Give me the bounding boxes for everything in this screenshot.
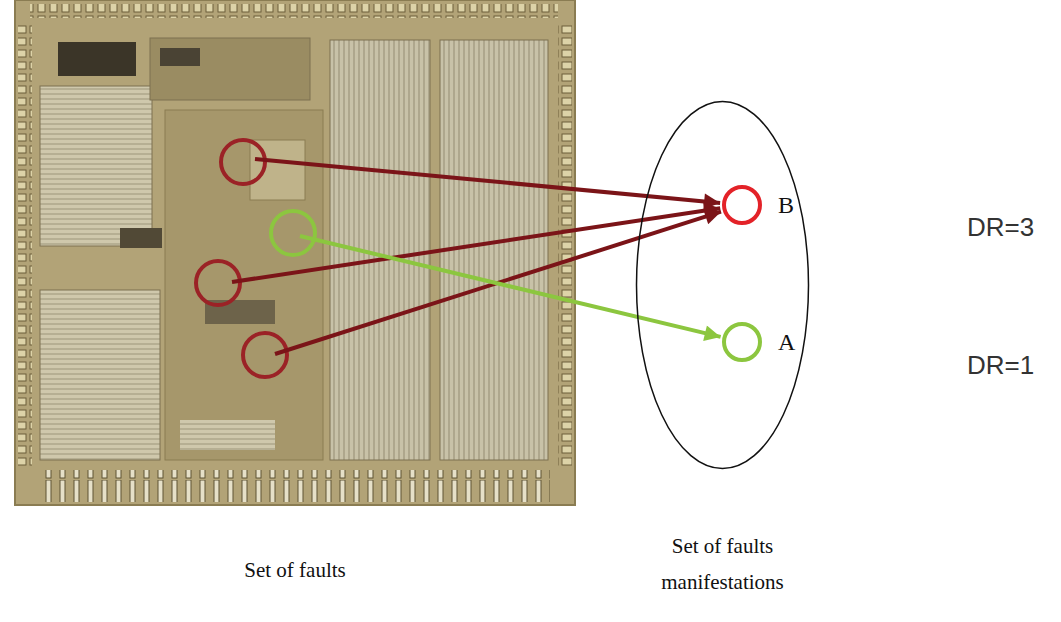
circle-outline xyxy=(720,183,764,227)
memory-array xyxy=(40,86,152,246)
dark-block xyxy=(120,228,162,248)
set-member-label: A xyxy=(778,328,795,356)
pad-row-right xyxy=(558,22,572,466)
ellipse-shape xyxy=(637,102,809,469)
pad-row-left xyxy=(18,22,32,466)
lead-row-bottom xyxy=(40,470,550,502)
ellipse-outline xyxy=(635,100,810,470)
manifestation-circle: B xyxy=(720,183,764,227)
memory-array xyxy=(330,40,430,460)
fault-arrow xyxy=(300,236,721,337)
ratio-label: DR=3 xyxy=(967,212,1034,242)
set-caption: Set of faults xyxy=(15,552,575,588)
fault-marker xyxy=(271,211,315,255)
fault-marker xyxy=(243,333,287,377)
circle-shape xyxy=(724,324,760,360)
set-caption: Set of faults manifestations xyxy=(623,528,823,600)
memory-array xyxy=(180,420,275,450)
dark-block xyxy=(58,42,136,76)
memory-array xyxy=(40,290,160,460)
circle-outline xyxy=(720,320,764,364)
fault-arrow xyxy=(232,208,720,282)
fault-marker xyxy=(221,140,265,184)
ratio-label: DR=1 xyxy=(967,350,1034,380)
manifestation-circle: A xyxy=(720,320,764,364)
die-body xyxy=(15,0,575,505)
fault-arrow xyxy=(255,159,720,203)
logic-block xyxy=(150,38,310,100)
set-member-label: B xyxy=(778,191,794,219)
fault-set: Set of faults xyxy=(15,2,575,502)
fault-arrow xyxy=(275,212,721,354)
dark-block xyxy=(160,48,200,66)
circle-shape xyxy=(724,187,760,223)
manifestation-set: Set of faults manifestationsBA xyxy=(635,100,810,470)
pad-row-top xyxy=(30,4,558,18)
